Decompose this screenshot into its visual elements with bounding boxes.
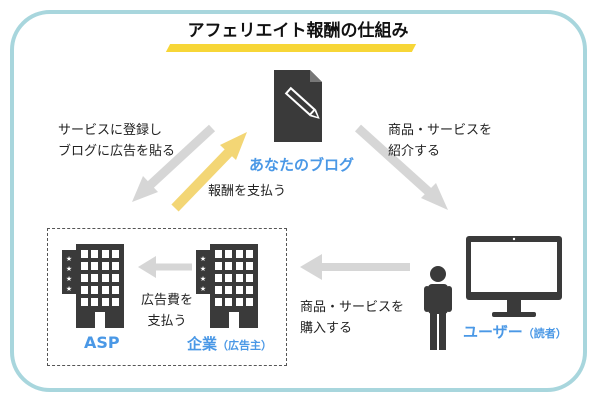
svg-text:★: ★ [66, 275, 72, 283]
ad-fee-label: 広告費を 支払う [140, 290, 194, 332]
arrow-blog-to-asp [132, 124, 216, 202]
svg-text:★: ★ [66, 285, 72, 293]
asp-to-blog-line-1: サービスに登録し [58, 123, 163, 138]
purchase-label: 商品・サービスを 購入する [300, 297, 404, 339]
rounded-frame [10, 10, 587, 392]
company-sub: （広告主） [217, 339, 273, 352]
ad-fee-line-1: 広告費を [140, 293, 193, 308]
introduce-line-2: 紹介する [388, 144, 441, 159]
asp-to-blog-label: サービスに登録し ブログに広告を貼る [58, 120, 175, 162]
arrow-asp-to-blog [171, 132, 247, 212]
diagram-title: アフェリエイト報酬の仕組み [187, 21, 409, 41]
pay-reward-label: 報酬を支払う [208, 184, 287, 199]
introduce-line-1: 商品・サービスを [388, 123, 493, 138]
purchase-line-2: 購入する [300, 321, 353, 336]
advertiser-group-box [47, 228, 287, 366]
svg-text:★: ★ [200, 285, 206, 293]
company-building-icon: ★ ★ ★ ★ [196, 244, 258, 328]
asp-building-icon: ★ ★ ★ ★ [62, 244, 124, 328]
user-name: ユーザー [463, 323, 523, 341]
svg-text:★: ★ [66, 255, 72, 263]
svg-text:★: ★ [66, 265, 72, 273]
arrow-company-to-asp [138, 256, 192, 278]
svg-text:★: ★ [200, 255, 206, 263]
svg-text:★: ★ [200, 275, 206, 283]
user-sub: （読者） [522, 327, 567, 340]
user-label: ユーザー（読者） [463, 321, 567, 342]
company-label: 企業（広告主） [187, 333, 272, 354]
asp-to-blog-line-2: ブログに広告を貼る [58, 144, 176, 159]
ad-fee-line-2: 支払う [147, 314, 187, 329]
arrow-user-to-company [300, 254, 410, 280]
company-name: 企業 [187, 335, 218, 353]
introduce-label: 商品・サービスを 紹介する [388, 120, 492, 162]
blog-label: あなたのブログ [249, 156, 355, 174]
pen-document-icon [274, 70, 322, 142]
purchase-line-1: 商品・サービスを [300, 300, 405, 315]
person-with-monitor-icon [424, 236, 562, 350]
svg-text:★: ★ [200, 265, 206, 273]
asp-label: ASP [84, 333, 120, 352]
arrow-blog-to-user [354, 124, 448, 210]
